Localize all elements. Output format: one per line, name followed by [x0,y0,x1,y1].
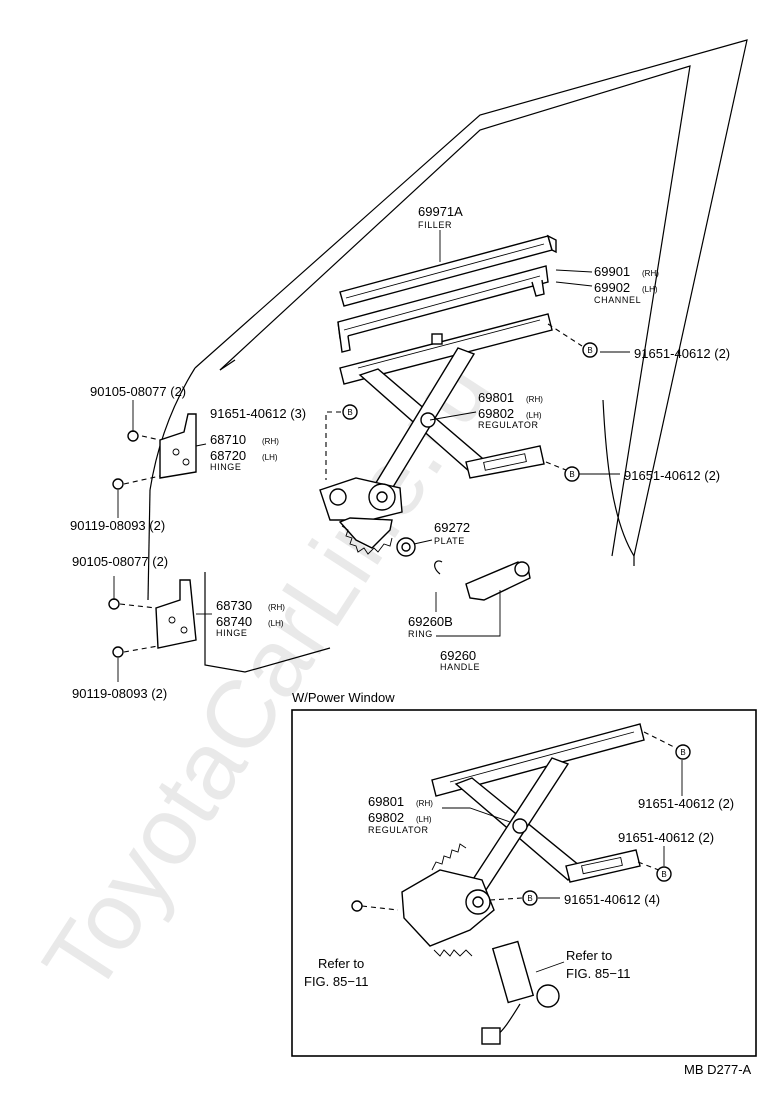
ring-part [434,560,443,575]
filler-name: FILLER [418,220,452,230]
refer-left-line2: FIG. 85−11 [304,974,368,989]
rh-suffix: (RH) [416,799,433,808]
filler-pn: 69971A [418,204,463,219]
ring-pn: 69260B [408,614,453,629]
channel-pn-rh: 69901 [594,264,630,279]
rh-suffix: (RH) [262,437,279,446]
handle-name: HANDLE [440,662,480,672]
inset-bolt-mid-pn: 91651-40612 (2) [618,830,714,845]
rh-suffix: (RH) [268,603,285,612]
regulator-pn-lh: 69802 [478,406,514,421]
inset-title: W/Power Window [292,690,395,705]
b-marker: B [522,890,538,906]
channel-name: CHANNEL [594,295,641,305]
channel-bracket [339,313,553,385]
lh-suffix: (LH) [416,815,432,824]
upper-hinge [159,413,197,479]
b-marker: B [675,744,691,760]
bolt-a-pn: 91651-40612 (2) [634,346,730,361]
bolt2-pn: 90119-08093 (2) [70,518,165,533]
b-marker: B [656,866,672,882]
power-window-motor [481,940,560,1045]
lower-hinge [155,579,197,649]
hinge-low-name: HINGE [216,628,248,638]
lh-suffix: (LH) [268,619,284,628]
bolt-b-pn: 91651-40612 (3) [210,406,306,421]
hinge-up-pn-lh: 68720 [210,448,246,463]
bolt3-pn: 90105-08077 (2) [72,554,168,569]
svg-text:B: B [569,470,574,479]
svg-text:B: B [527,894,532,903]
bolt4-pn: 90119-08093 (2) [72,686,167,701]
b-marker: B [564,466,580,482]
inset-bolt-motor-pn: 91651-40612 (4) [564,892,660,907]
plate-pn: 69272 [434,520,470,535]
plate-name: PLATE [434,536,465,546]
inset-regulator-name: REGULATOR [368,825,429,835]
filler-part [339,234,557,307]
figure-code: MB D277-A [684,1062,752,1077]
handle-part [465,561,531,601]
power-regulator [401,723,645,957]
bolt-c-pn: 91651-40612 (2) [624,468,720,483]
lh-suffix: (LH) [262,453,278,462]
channel-pn-lh: 69902 [594,280,630,295]
hinge-low-pn-lh: 68740 [216,614,252,629]
bolt1-pn: 90105-08077 (2) [90,384,186,399]
regulator-pn-rh: 69801 [478,390,514,405]
refer-left-line1: Refer to [318,956,364,971]
refer-right-line2: FIG. 85−11 [566,966,630,981]
inset-regulator-pn-lh: 69802 [368,810,404,825]
door-frame [147,39,748,673]
inset-frame [291,709,757,1057]
hinge-up-name: HINGE [210,462,242,472]
inset-bolt [351,900,363,912]
hinge-bolts [108,430,139,658]
lh-suffix: (LH) [526,411,542,420]
manual-regulator [319,347,545,555]
svg-text:B: B [661,870,666,879]
svg-text:B: B [587,346,592,355]
b-marker: B [582,342,598,358]
rh-suffix: (RH) [642,269,659,278]
plate-part [396,537,416,557]
channel-part [337,265,549,353]
handle-pn: 69260 [440,648,476,663]
ring-name: RING [408,629,433,639]
refer-right-line1: Refer to [566,948,612,963]
inset-bolt-top-pn: 91651-40612 (2) [638,796,734,811]
inset-leader-lines [361,731,683,973]
b-marker: B [342,404,358,420]
regulator-name: REGULATOR [478,420,539,430]
leader-lines [113,230,630,682]
hinge-low-pn-rh: 68730 [216,598,252,613]
lh-suffix: (LH) [642,285,658,294]
inset-regulator-pn-rh: 69801 [368,794,404,809]
hinge-up-pn-rh: 68710 [210,432,246,447]
svg-text:B: B [680,748,685,757]
svg-text:B: B [347,408,352,417]
rh-suffix: (RH) [526,395,543,404]
